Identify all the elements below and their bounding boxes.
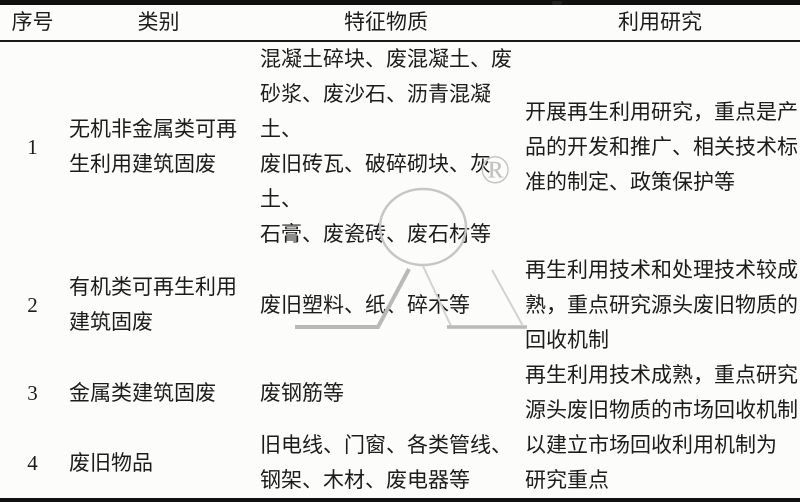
category-cell: 废旧物品 xyxy=(69,450,153,475)
row-number-cell: 2 xyxy=(27,292,38,317)
research-cell: 以建立市场回收利用机制为 研究重点 xyxy=(525,433,777,492)
research-cell: 开展再生利用研究，重点是产 品的开发和推广、相关技术标 准的制定、政策保护等 xyxy=(525,99,798,194)
table-row: 1 无机非金属类可再 生利用建筑固废 混凝土碎块、废混凝土、废 砂浆、废沙石、沥… xyxy=(0,41,800,252)
research-cell: 再生利用技术成熟，重点研究 源头废旧物质的市场回收机制 xyxy=(525,363,798,422)
column-header-number: 序号 xyxy=(0,2,65,42)
header-row: 序号 类别 特征物质 利用研究 xyxy=(0,2,800,42)
category-cell: 有机类可再生利用 建筑固废 xyxy=(69,275,237,334)
column-header-research: 利用研究 xyxy=(520,2,800,42)
category-cell: 金属类建筑固废 xyxy=(69,380,216,405)
table-row: 4 废旧物品 旧电线、门窗、各类管线、 钢架、木材、废电器等 以建立市场回收利用… xyxy=(0,428,800,500)
row-number-cell: 3 xyxy=(27,380,38,405)
column-header-substances: 特征物质 xyxy=(252,2,520,42)
research-cell: 再生利用技术和处理技术较成 熟，重点研究源头废旧物质的 回收机制 xyxy=(525,257,798,352)
row-number-cell: 4 xyxy=(27,450,38,475)
substances-cell: 废旧塑料、纸、碎木等 xyxy=(260,292,470,317)
table-row: 3 金属类建筑固废 废钢筋等 再生利用技术成熟，重点研究 源头废旧物质的市场回收… xyxy=(0,358,800,428)
table-row: 2 有机类可再生利用 建筑固废 废旧塑料、纸、碎木等 再生利用技术和处理技术较成… xyxy=(0,252,800,358)
row-number-cell: 1 xyxy=(27,134,38,159)
category-cell: 无机非金属类可再 生利用建筑固废 xyxy=(69,117,237,176)
column-header-category: 类别 xyxy=(65,2,252,42)
substances-cell: 混凝土碎块、废混凝土、废 砂浆、废沙石、沥青混凝土、 废旧砖瓦、破碎砌块、灰土、… xyxy=(260,47,512,246)
substances-cell: 废钢筋等 xyxy=(260,380,344,405)
substances-cell: 旧电线、门窗、各类管线、 钢架、木材、废电器等 xyxy=(260,433,512,492)
